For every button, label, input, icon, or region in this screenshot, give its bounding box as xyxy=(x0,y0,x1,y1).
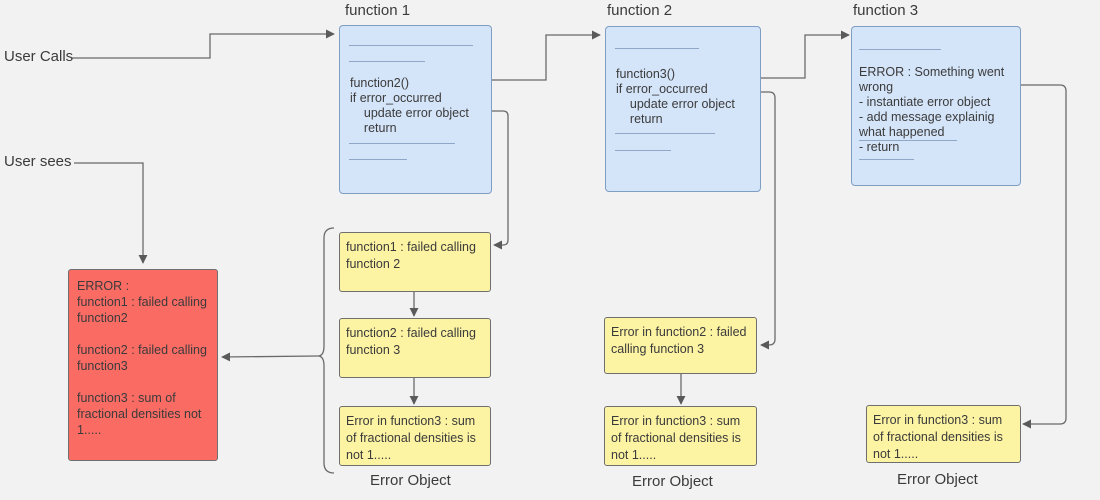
label-user-calls: User Calls xyxy=(4,48,74,65)
code-rule-line xyxy=(349,143,455,144)
wire-function1-to-function2 xyxy=(492,30,601,81)
error-object-3-item-1[interactable]: Error in function3 : sum of fractional d… xyxy=(866,405,1021,463)
spacer xyxy=(77,374,211,390)
code-rule-line xyxy=(615,48,699,49)
user-error-header: ERROR : xyxy=(77,279,130,293)
wire-error-objects-to-user-error xyxy=(221,352,319,362)
wire-user-calls-to-function1 xyxy=(72,29,335,59)
code-rule-line xyxy=(859,140,957,141)
brace-error-object-column-1 xyxy=(317,227,335,474)
user-error-line-1: function1 : failed calling function2 xyxy=(77,295,207,325)
code-rule-line xyxy=(615,133,715,134)
function-2-code: function3() if error_occurred update err… xyxy=(616,67,735,126)
wire-function1-to-error-object-1 xyxy=(492,110,509,250)
function-3-box[interactable]: ERROR : Something went wrong - instantia… xyxy=(851,26,1021,186)
code-rule-line xyxy=(859,49,941,50)
user-error-line-3: function3 : sum of fractional densities … xyxy=(77,391,202,437)
function-1-box[interactable]: function2() if error_occurred update err… xyxy=(339,25,492,194)
title-function-1: function 1 xyxy=(345,2,411,19)
title-function-3: function 3 xyxy=(853,2,919,19)
spacer xyxy=(77,326,211,342)
caption-error-object-1: Error Object xyxy=(370,472,451,489)
function-1-code: function2() if error_occurred update err… xyxy=(350,76,469,135)
caption-error-object-3: Error Object xyxy=(897,471,978,488)
user-error-line-2: function2 : failed calling function3 xyxy=(77,343,207,373)
error-object-2-item-2[interactable]: Error in function3 : sum of fractional d… xyxy=(604,406,757,466)
error-object-1-item-2[interactable]: function2 : failed calling function 3 xyxy=(339,318,491,378)
code-rule-line xyxy=(349,159,407,160)
function-2-box[interactable]: function3() if error_occurred update err… xyxy=(605,26,761,192)
user-error-box[interactable]: ERROR : function1 : failed calling funct… xyxy=(68,269,218,461)
wire-function3-to-error-object-3 xyxy=(1020,84,1067,429)
title-function-2: function 2 xyxy=(607,2,673,19)
code-rule-line xyxy=(349,61,425,62)
error-object-1-item-1[interactable]: function1 : failed calling function 2 xyxy=(339,232,491,292)
caption-error-object-2: Error Object xyxy=(632,473,713,490)
error-object-2-item-1[interactable]: Error in function2 : failed calling func… xyxy=(604,317,757,374)
wire-user-sees-to-user-error xyxy=(74,162,148,264)
code-rule-line xyxy=(859,159,914,160)
wire-function2-to-error-object-2 xyxy=(760,91,776,350)
code-rule-line xyxy=(615,150,671,151)
wire-function2-to-function3 xyxy=(761,30,850,79)
function-3-code: ERROR : Something went wrong - instantia… xyxy=(859,65,1005,154)
label-user-sees: User sees xyxy=(4,153,72,170)
code-rule-line xyxy=(349,45,473,46)
error-object-1-item-3[interactable]: Error in function3 : sum of fractional d… xyxy=(339,406,491,466)
